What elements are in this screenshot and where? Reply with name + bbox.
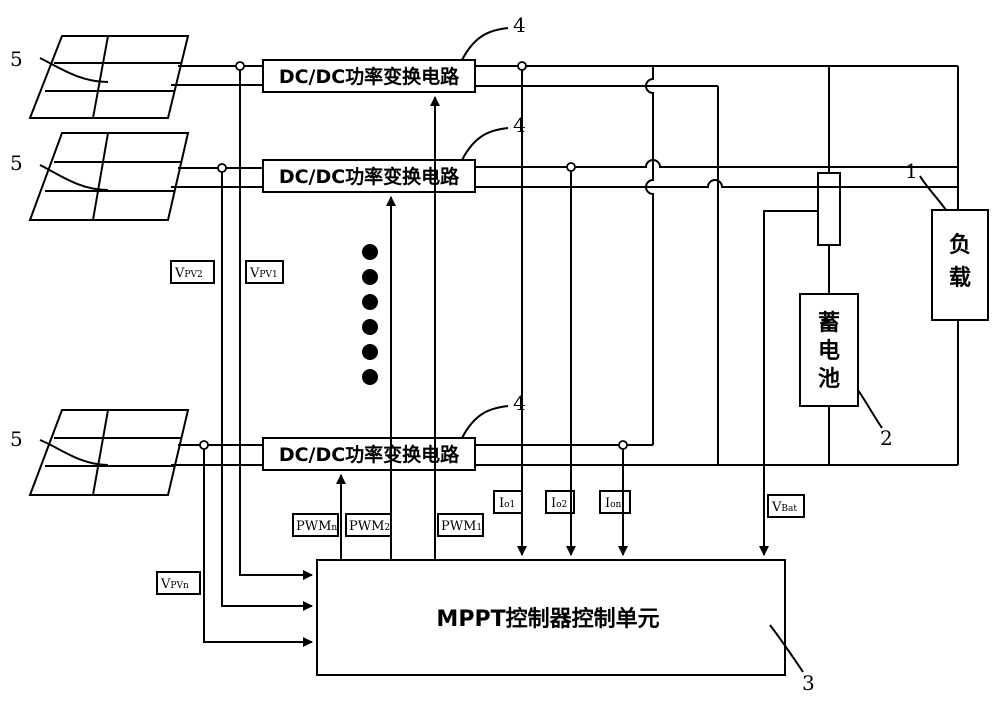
dcdc-converter-3-box [262,437,476,471]
mppt-controller-box [316,559,786,676]
ref-panel-2: 5 [10,151,23,175]
battery-label-1: 蓄 [818,311,840,336]
dcdc-converter-2-label: DC/DC功率变换电路 [279,165,460,188]
ref-conv-3: 4 [513,391,526,415]
battery-label-3: 池 [818,367,840,392]
ref-battery: 2 [880,426,893,450]
vpv1-tag [245,260,284,284]
ion-tag [599,490,631,514]
shunt-resistor [817,172,841,246]
dcdc-converter-2-box [262,159,476,193]
junction-dots [199,61,628,450]
solar-panel-1 [28,35,190,119]
load-box [931,209,989,321]
ellipsis-dots [362,244,378,385]
leader-conv-3 [461,405,509,439]
ion-text: Ion [605,496,622,511]
pwm2-text: PWM2 [349,519,390,534]
vbat-tag [767,494,805,518]
vbat-text: VBat [771,500,797,515]
ref-load: 1 [905,159,918,183]
solar-panel-3 [28,409,190,496]
solar-panel-2 [28,132,190,221]
pwmn-text: PWMn [296,519,337,534]
leader-panel-1 [39,57,109,83]
ref-conv-2: 4 [513,113,526,137]
mppt-controller-label: MPPT控制器控制单元 [436,606,659,632]
pwm1-text: PWM1 [441,519,482,534]
leader-panel-2 [39,164,109,191]
leader-battery [857,389,883,429]
ref-panel-1: 5 [10,47,23,71]
vpvn-tag [156,571,201,595]
io2-text: Io2 [551,496,567,511]
vpv2-text: VPV2 [174,266,203,281]
io1-text: Io1 [499,496,515,511]
vpv1-text: VPV1 [249,266,278,281]
ref-panel-3: 5 [10,427,23,451]
pwm1-tag [437,513,484,537]
dcdc-converter-1-box [262,59,476,93]
leader-conv-2 [461,127,509,161]
vpvn-text: VPVn [160,577,189,592]
vpv2-tag [170,260,215,284]
load-label-1: 负 [949,233,971,258]
dcdc-converter-3-label: DC/DC功率变换电路 [279,443,460,466]
ref-conv-1: 4 [513,13,526,37]
leader-conv-1 [461,27,509,61]
dcdc-converter-1-label: DC/DC功率变换电路 [279,65,460,88]
load-label-2: 载 [949,265,971,291]
pwmn-tag [292,513,339,537]
battery-label-2: 电 [818,339,840,364]
io2-tag [545,490,575,514]
ref-controller: 3 [802,671,815,695]
io1-tag [493,490,523,514]
pwm2-tag [345,513,392,537]
leader-controller [769,624,804,673]
leader-panel-3 [39,439,109,466]
leader-load [919,175,947,211]
